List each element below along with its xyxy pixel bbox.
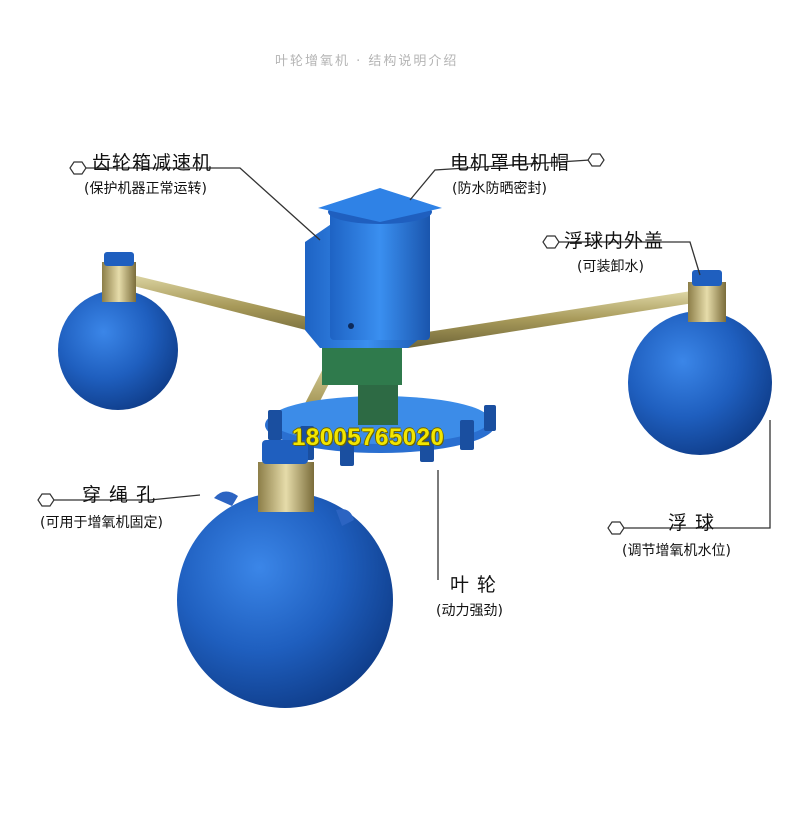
float-left [58,252,178,410]
motor-gearbox [305,188,442,385]
rope-hole-left [214,491,238,506]
label-motor-cap-note: (防水防晒密封) [452,181,547,197]
float-right [628,270,772,455]
callout-lines [48,159,771,580]
label-motor-cap-title: 电机罩电机帽 [450,152,571,174]
callout-markers [37,153,625,535]
rope-hole-right [336,509,354,526]
label-impeller-title: 叶 轮 [450,574,498,596]
label-gearbox-note: (保护机器正常运转) [84,181,207,197]
label-impeller-note: (动力强劲) [436,603,503,619]
label-float-title: 浮 球 [668,512,716,534]
label-rope-hole-note: (可用于增氧机固定) [40,515,163,531]
label-float-cap-note: (可装卸水) [577,259,644,275]
label-float-note: (调节增氧机水位) [622,543,731,559]
label-float-cap-title: 浮球内外盖 [564,230,665,252]
top-caption: 叶轮增氧机 · 结构说明介绍 [275,54,459,69]
label-rope-hole-title: 穿 绳 孔 [82,484,157,506]
float-front [177,440,393,708]
phone-number: 18005765020 [292,424,445,451]
label-gearbox-title: 齿轮箱减速机 [92,152,213,174]
impeller [265,385,496,466]
